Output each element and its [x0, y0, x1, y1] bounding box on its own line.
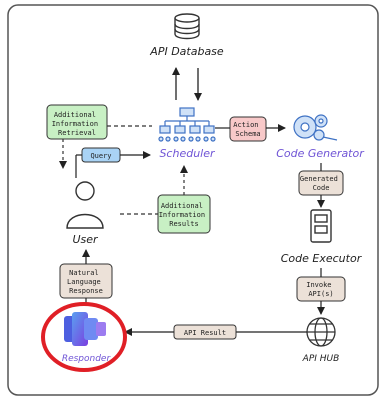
action-schema-box — [229, 116, 267, 142]
scheduler-label: Scheduler — [159, 147, 216, 160]
user-icon — [66, 181, 104, 229]
code-generator-label: Code Generator — [276, 147, 365, 160]
code-executor-icon — [310, 209, 332, 243]
responder-label: Responder — [62, 354, 112, 364]
additional-info-retrieval-box — [46, 104, 108, 140]
invoke-apis-text: Invoke API(s) — [306, 281, 336, 298]
action-schema-text: Action Schema — [233, 121, 263, 138]
additional-info-retrieval-text: Additional Information Retrieval — [52, 111, 103, 137]
api-result-text: API Result — [184, 329, 226, 337]
database-icon — [174, 13, 200, 40]
globe-icon — [306, 317, 336, 347]
query-text: Query — [90, 152, 111, 160]
responder-icon — [64, 312, 106, 346]
scheduler-icon — [158, 107, 216, 142]
additional-info-results-text: Additional Information Results — [159, 202, 210, 228]
gears-icon — [293, 114, 338, 141]
api-database-label: API Database — [149, 45, 224, 58]
highlight-ring — [41, 302, 127, 372]
user-label: User — [72, 233, 99, 246]
generated-code-text: Generated Code — [300, 175, 342, 192]
api-hub-label: API HUB — [302, 354, 340, 364]
natural-language-response-text: Natural Language Response — [67, 269, 105, 295]
code-executor-label: Code Executor — [281, 252, 363, 265]
